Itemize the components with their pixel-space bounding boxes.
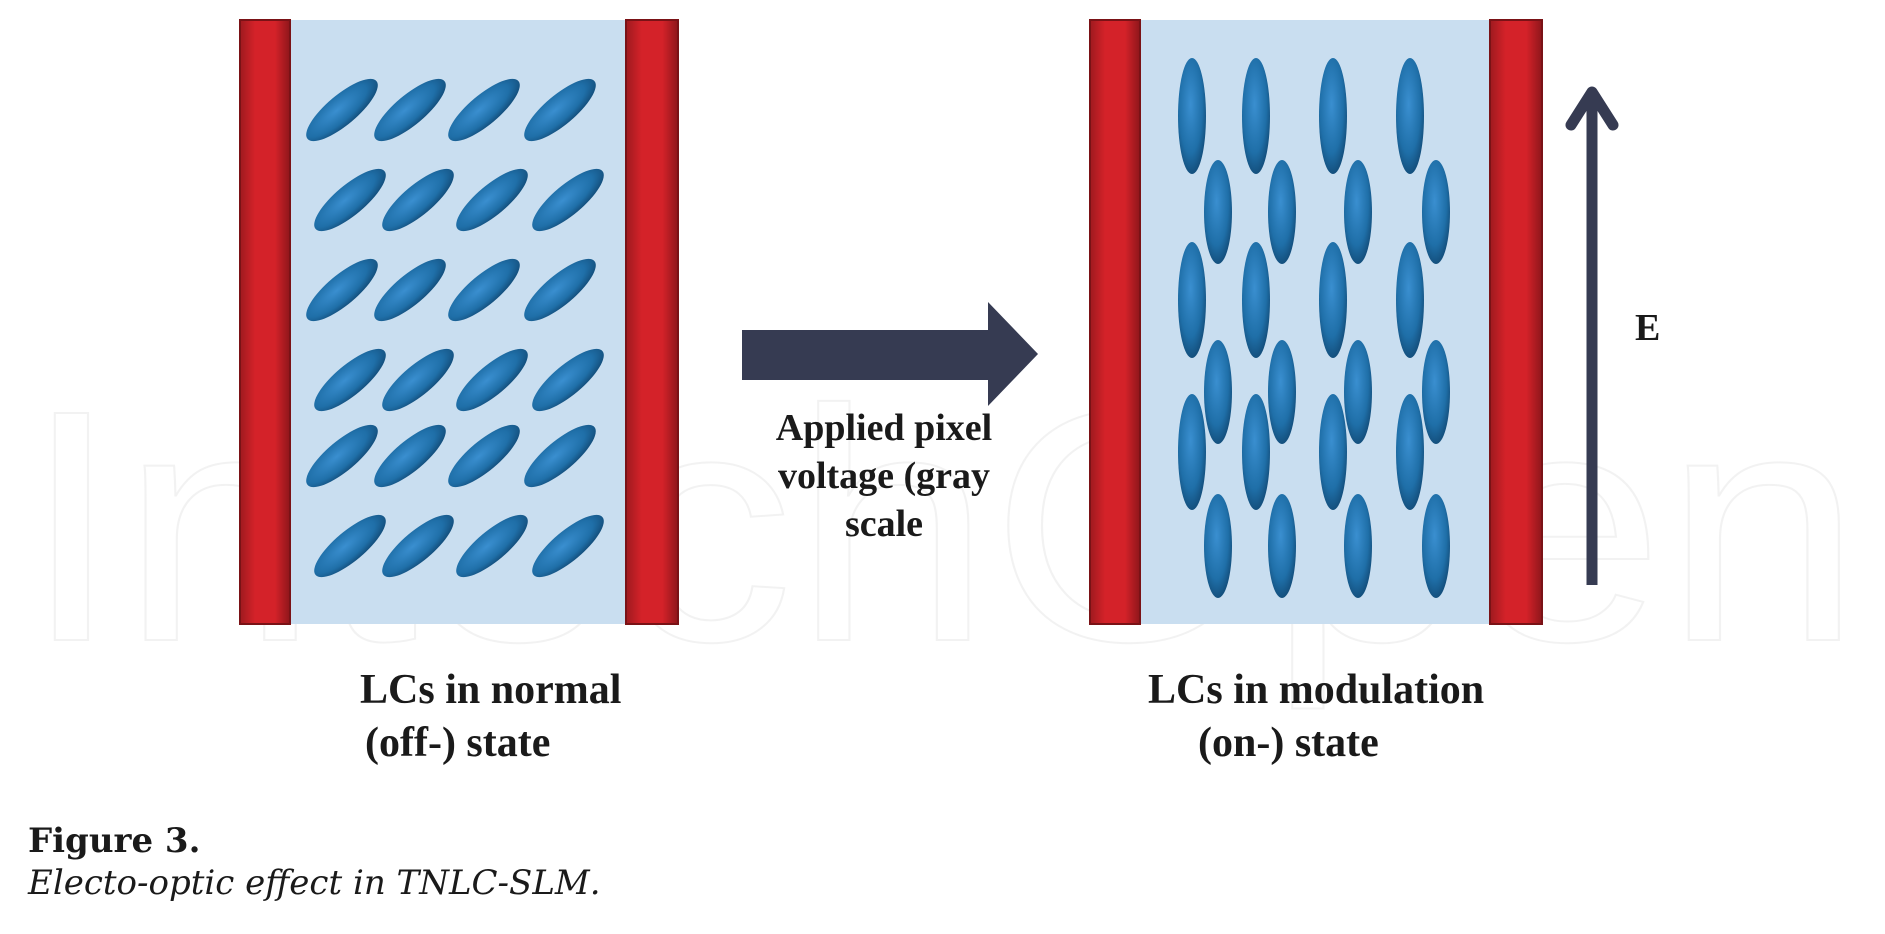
arrow-label-line-1: Applied pixel — [776, 407, 992, 449]
lc-molecule — [1204, 494, 1232, 598]
lc-molecule — [1344, 494, 1372, 598]
lc-molecule — [1422, 160, 1450, 264]
lc-molecule — [382, 348, 454, 412]
lc-molecule — [532, 168, 604, 232]
right-lc-cell — [1089, 19, 1543, 625]
lc-molecule — [1396, 242, 1424, 358]
lc-molecule — [1178, 242, 1206, 358]
lc-molecule — [374, 424, 446, 488]
lc-molecule — [1242, 242, 1270, 358]
arrow-label-line-3: scale — [845, 503, 923, 545]
lc-molecule — [532, 514, 604, 578]
lc-molecule — [1242, 394, 1270, 510]
lc-molecule — [524, 424, 596, 488]
lc-molecule — [382, 168, 454, 232]
lc-molecule — [1178, 58, 1206, 174]
lc-molecule — [1396, 394, 1424, 510]
lc-molecule — [1396, 58, 1424, 174]
right-electrode-left — [1089, 19, 1141, 625]
figure-caption-title: Figure 3. — [28, 821, 201, 861]
lc-molecule — [382, 514, 454, 578]
lc-molecule — [1422, 340, 1450, 444]
applied-voltage-arrow: Applied pixel voltage (gray scale — [742, 302, 1038, 545]
lc-molecule — [456, 168, 528, 232]
lc-molecule — [306, 424, 378, 488]
lc-molecule — [1178, 394, 1206, 510]
lc-molecule — [532, 348, 604, 412]
lc-molecule — [448, 424, 520, 488]
field-label: E — [1635, 307, 1660, 349]
lc-molecule — [1344, 340, 1372, 444]
lc-molecule — [1319, 58, 1347, 174]
lc-molecule — [1319, 394, 1347, 510]
left-electrode-left — [239, 19, 291, 625]
lc-molecule — [1268, 340, 1296, 444]
lc-molecule — [456, 348, 528, 412]
left-caption-line-2: (off-) state — [365, 720, 550, 766]
lc-molecule — [314, 514, 386, 578]
lc-molecule — [1422, 494, 1450, 598]
right-caption-line-2: (on-) state — [1198, 720, 1379, 766]
figure-caption: Figure 3. Electo-optic effect in TNLC-SL… — [28, 820, 601, 904]
lc-molecule — [374, 78, 446, 142]
up-arrow-head — [1565, 86, 1619, 131]
lc-molecule — [314, 348, 386, 412]
lc-molecule — [1268, 494, 1296, 598]
right-caption-line-1: LCs in modulation — [1148, 667, 1484, 713]
left-electrode-right — [625, 19, 679, 625]
electric-field-indicator: E — [1565, 86, 1660, 585]
right-molecules — [1178, 58, 1450, 598]
lc-molecule — [1242, 58, 1270, 174]
lc-molecule — [374, 258, 446, 322]
lc-molecule — [306, 258, 378, 322]
lc-molecule — [1204, 160, 1232, 264]
lc-molecule — [448, 258, 520, 322]
lc-molecule — [456, 514, 528, 578]
arrow-label-line-2: voltage (gray — [778, 455, 990, 497]
lc-molecule — [524, 258, 596, 322]
right-arrow-icon — [742, 302, 1038, 406]
lc-molecule — [1344, 160, 1372, 264]
lc-molecule — [1319, 242, 1347, 358]
lc-molecule — [314, 168, 386, 232]
left-molecules — [306, 78, 604, 578]
left-caption-line-1: LCs in normal — [360, 667, 621, 713]
figure-caption-text: Electo-optic effect in TNLC-SLM. — [28, 863, 601, 903]
left-lc-cell — [239, 19, 679, 625]
lc-molecule — [448, 78, 520, 142]
lc-molecule — [524, 78, 596, 142]
lc-molecule — [1204, 340, 1232, 444]
lc-molecule — [1268, 160, 1296, 264]
right-electrode-right — [1489, 19, 1543, 625]
lc-molecule — [306, 78, 378, 142]
